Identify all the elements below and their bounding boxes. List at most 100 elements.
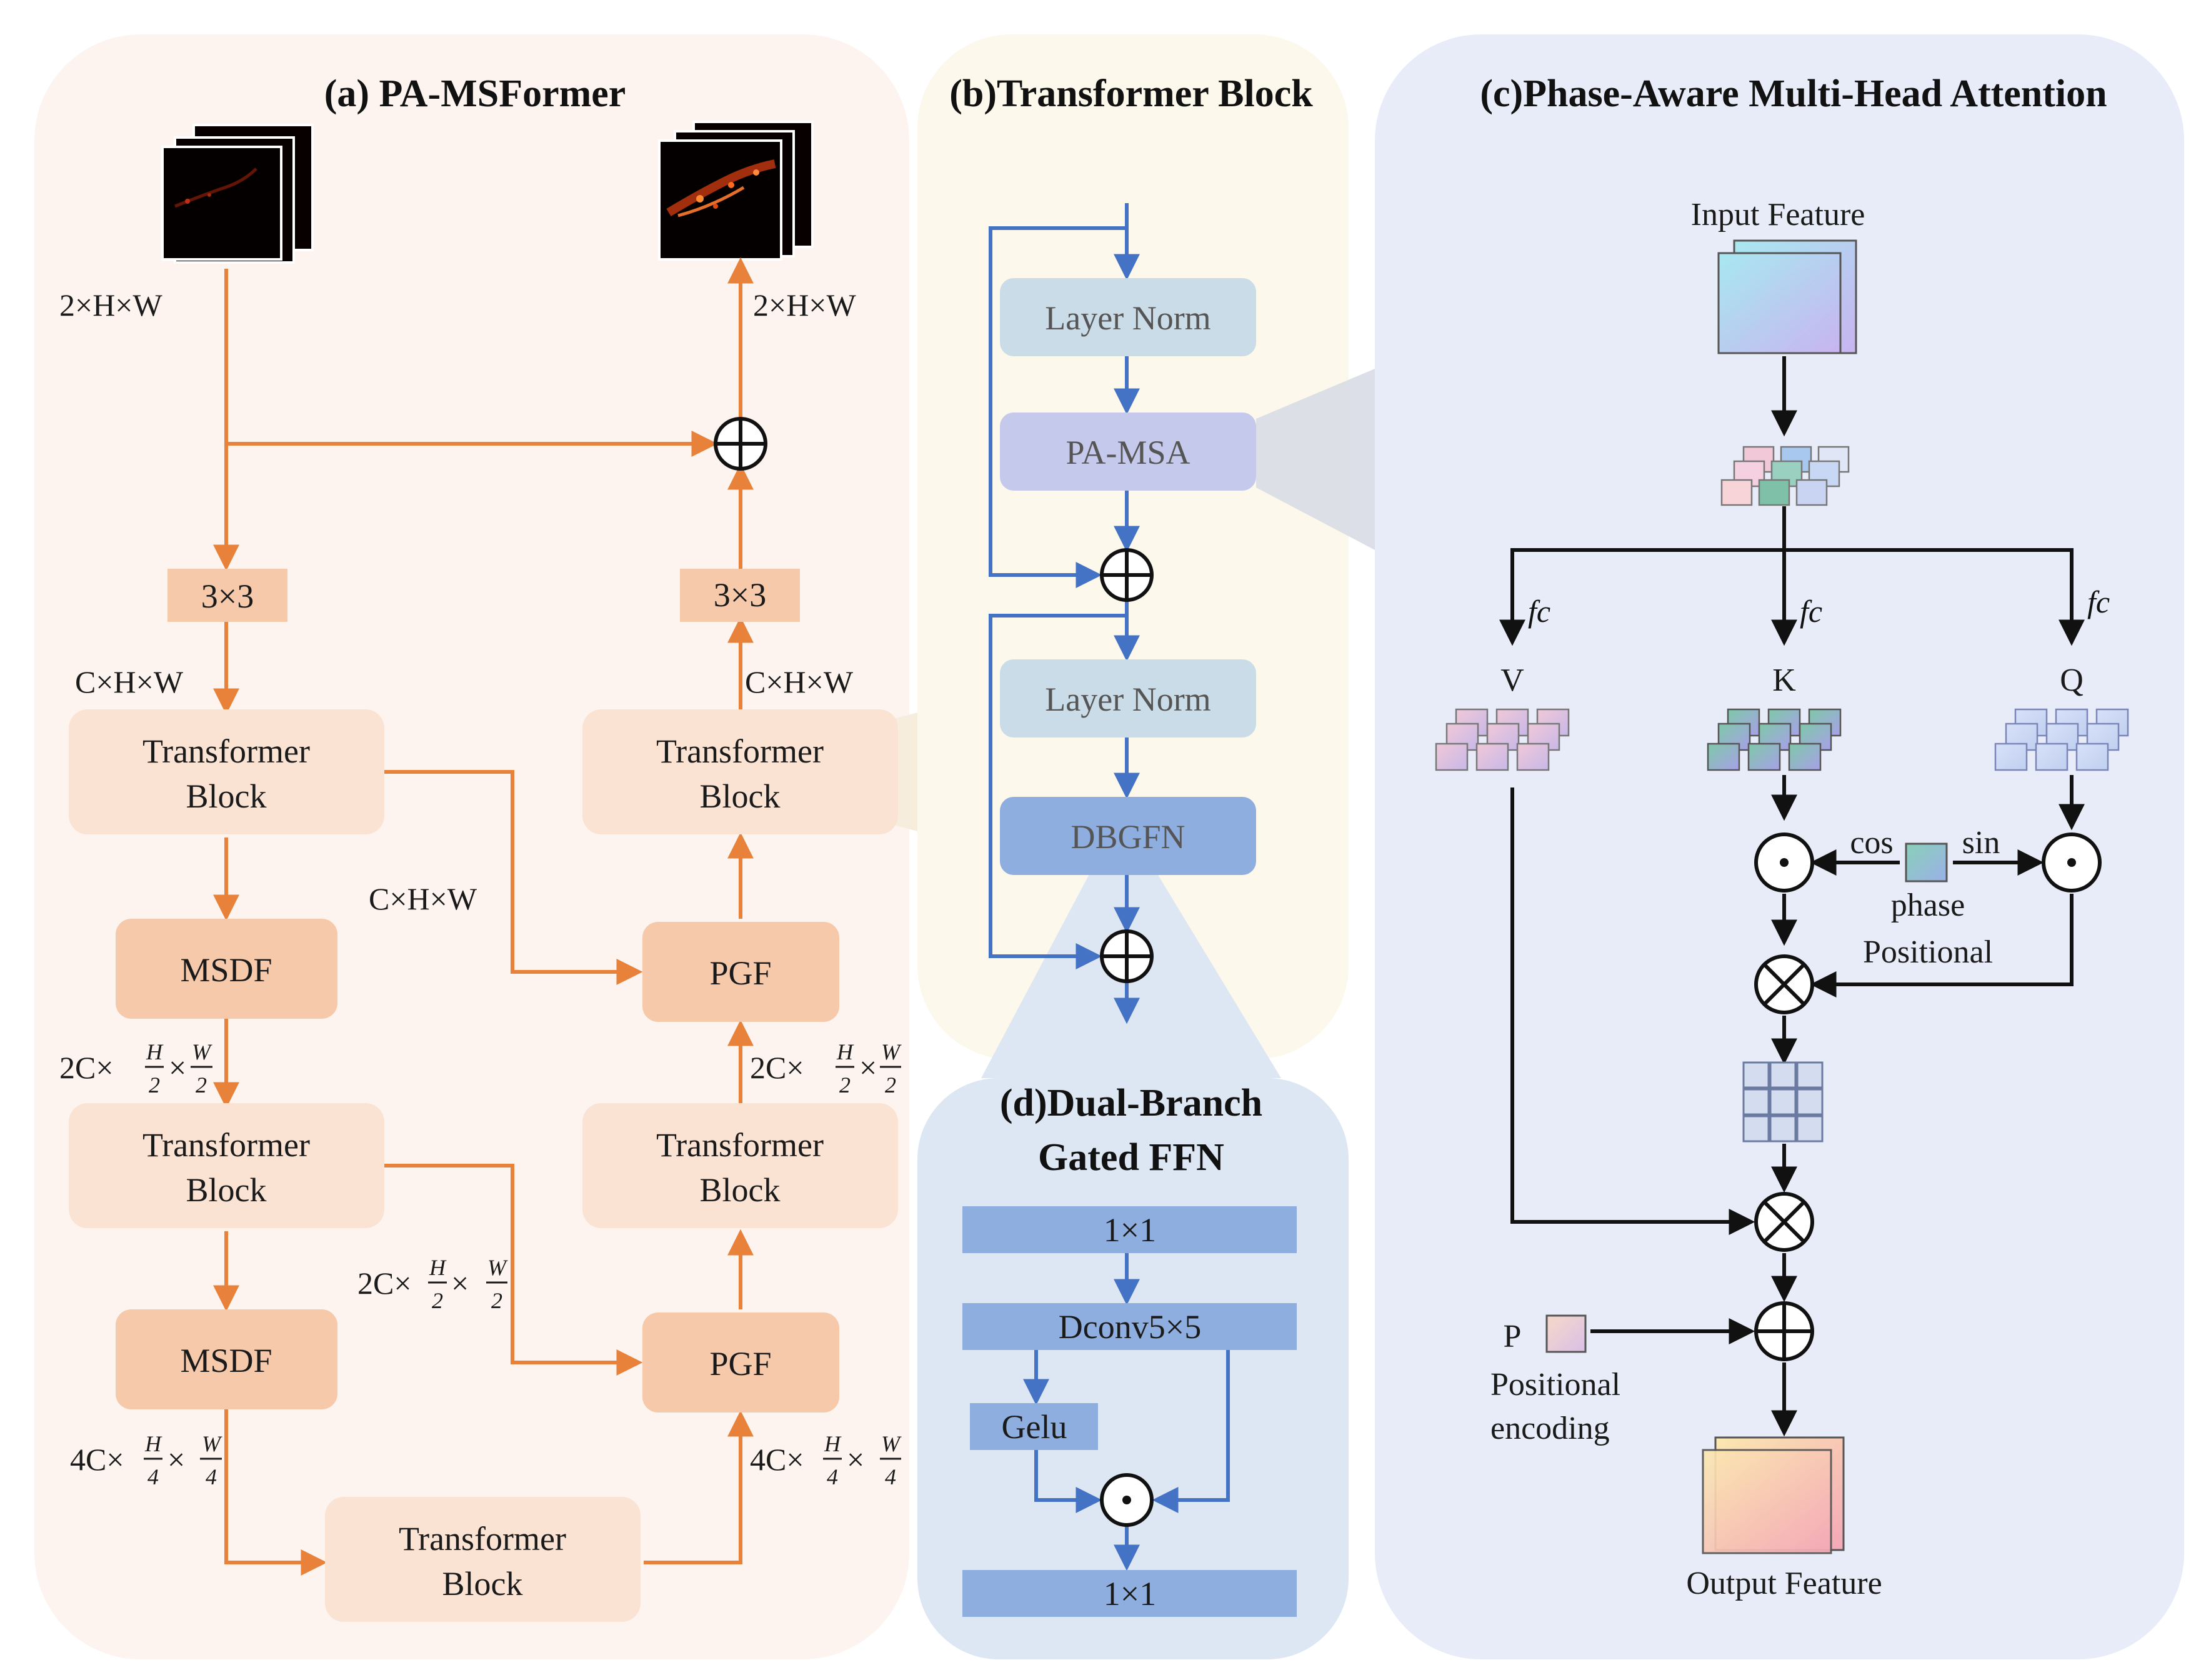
v-label: V [1500,662,1524,698]
transformer-block-1: Transformer Block [69,709,384,834]
dconv-block: Dconv5×5 [962,1303,1297,1350]
transformer-block-out: Transformer Block [582,709,898,834]
layer-norm-2: Layer Norm [1000,659,1256,738]
cos-label: cos [1850,825,1893,861]
conv-in-box: 3×3 [167,569,287,622]
transformer-block-2: Transformer Block [69,1103,384,1228]
positional-label: Positional [1863,934,1993,970]
svg-text:1×1: 1×1 [1104,1211,1156,1249]
svg-text:W: W [881,1431,902,1456]
dim-c-label-left: C×H×W [75,664,184,699]
svg-text:Transformer: Transformer [656,732,824,770]
conv-out-box: 3×3 [680,569,800,622]
panel-a-background [34,34,909,1659]
svg-text:2: 2 [196,1072,207,1098]
input-feature-icon [1717,239,1857,354]
q-tokens [1994,708,2129,771]
dim-4c-right: 4C× H 4 × W 4 [750,1431,902,1489]
output-image [658,121,814,261]
pa-msa-block: PA-MSA [1000,412,1256,491]
svg-text:Layer Norm: Layer Norm [1045,681,1210,718]
dim-4c-left: 4C× H 4 × W 4 [70,1431,222,1489]
svg-text:1×1: 1×1 [1104,1575,1156,1612]
svg-text:H: H [146,1039,164,1064]
svg-text:4: 4 [147,1464,159,1489]
svg-text:Transformer: Transformer [656,1126,824,1164]
zoom-connector-pa-msa [1256,369,1375,550]
svg-text:×: × [847,1442,864,1477]
output-feature-icon [1702,1436,1845,1554]
svg-text:2C×: 2C× [357,1266,412,1301]
gelu-block: Gelu [970,1403,1098,1450]
pgf-block-1: PGF [642,922,839,1022]
svg-text:2C×: 2C× [750,1050,804,1085]
svg-text:Transformer: Transformer [142,1126,310,1164]
output-feature-label: Output Feature [1686,1566,1882,1601]
v-tokens [1435,708,1570,771]
add-circle-a [714,417,767,471]
svg-text:H: H [836,1039,854,1064]
svg-text:Transformer: Transformer [142,732,310,770]
svg-text:Block: Block [186,1171,267,1209]
svg-text:3×3: 3×3 [201,578,254,615]
dot-product-k [1754,832,1814,892]
svg-text:4C×: 4C× [750,1442,804,1477]
svg-text:2: 2 [839,1072,851,1098]
svg-text:3×3: 3×3 [714,576,766,614]
multiply-dot-d [1100,1473,1154,1527]
phase-token [1905,842,1948,882]
svg-text:PGF: PGF [709,954,771,992]
svg-text:2: 2 [885,1072,896,1098]
zoom-connector-transformer-block [894,712,917,831]
phase-label: phase [1891,888,1965,923]
panel-b-title: (b)Transformer Block [949,72,1313,115]
svg-text:×: × [167,1442,185,1477]
fc-label-q: fc [2087,584,2110,619]
panel-a-title: (a) PA-MSFormer [324,72,626,115]
add-circle-b1 [1100,548,1154,602]
svg-text:H: H [429,1255,447,1280]
panel-c-title: (c)Phase-Aware Multi-Head Attention [1480,72,2107,115]
svg-text:4: 4 [206,1464,217,1489]
svg-text:4: 4 [885,1464,896,1489]
msdf-block-2: MSDF [116,1309,337,1409]
svg-text:W: W [487,1255,508,1280]
add-circle-b2 [1100,929,1154,983]
svg-text:MSDF: MSDF [180,951,272,989]
dot-product-q [2042,832,2102,892]
sin-label: sin [1962,825,2000,861]
add-circle-c [1754,1301,1814,1361]
k-label: K [1772,662,1796,698]
attention-map [1742,1061,1824,1142]
msdf-block-1: MSDF [116,919,337,1019]
k-tokens [1707,708,1842,771]
dbgfn-block: DBGFN [1000,797,1256,875]
dim-c-skip-label: C×H×W [369,881,477,916]
input-dim-label: 2×H×W [59,288,163,322]
svg-text:Block: Block [700,778,781,815]
positional-encoding-token [1545,1314,1587,1353]
dim-2c-skip: 2C× H 2 × W 2 [357,1255,508,1313]
svg-text:2: 2 [491,1288,502,1313]
panel-d-title-line1: (d)Dual-Branch [1000,1082,1262,1124]
token-cluster [1720,446,1850,506]
svg-text:PGF: PGF [709,1345,771,1382]
transformer-block-mid: Transformer Block [582,1103,898,1228]
positional-encoding-line1: Positional [1490,1367,1620,1402]
svg-text:W: W [881,1039,902,1064]
svg-text:2: 2 [149,1072,160,1098]
svg-text:MSDF: MSDF [180,1342,272,1379]
dim-2c-right: 2C× H 2 × W 2 [750,1039,902,1098]
svg-text:Dconv5×5: Dconv5×5 [1059,1308,1201,1346]
svg-text:2: 2 [432,1288,443,1313]
positional-encoding-line2: encoding [1490,1411,1610,1446]
svg-text:PA-MSA: PA-MSA [1066,434,1190,471]
matmul-circle-2 [1754,1192,1814,1252]
svg-text:Block: Block [442,1565,523,1602]
dim-2c-left: 2C× H 2 × W 2 [59,1039,212,1098]
panel-d-title-line2: Gated FFN [1038,1136,1224,1179]
svg-text:Block: Block [700,1171,781,1209]
input-image [161,124,314,264]
svg-text:4C×: 4C× [70,1442,124,1477]
